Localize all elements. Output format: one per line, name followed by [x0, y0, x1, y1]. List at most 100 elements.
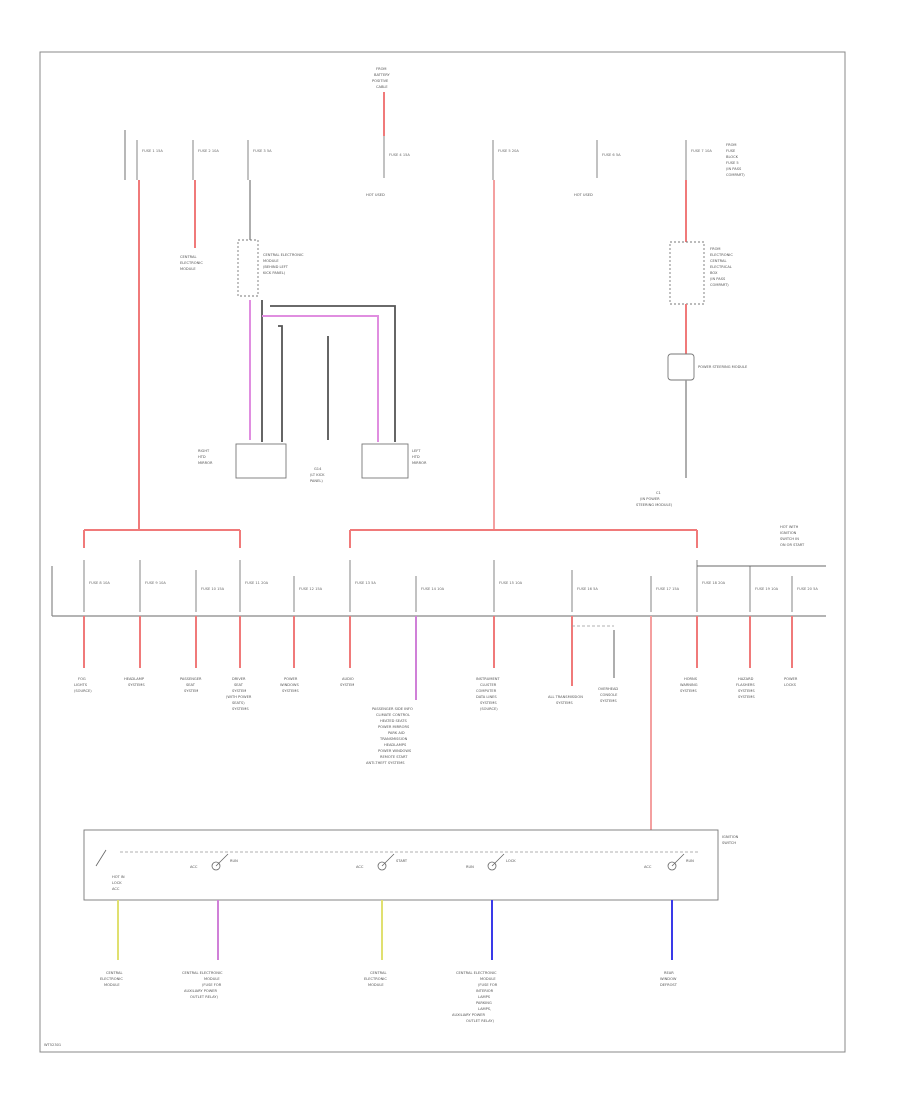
- mid-fuse-10: FUSE 17 15A: [650, 576, 680, 612]
- right-box-note: HOT WITH IGNITION SWITCH IN ON OR START: [780, 525, 805, 547]
- svg-text:POWER WINDOWS: POWER WINDOWS: [378, 749, 412, 753]
- svg-text:HTD: HTD: [412, 455, 420, 459]
- svg-text:START: START: [396, 859, 408, 863]
- svg-text:LAMPS: LAMPS: [478, 995, 491, 999]
- svg-text:SYSTEM: SYSTEM: [340, 683, 354, 687]
- svg-text:(IN PASS: (IN PASS: [710, 277, 726, 281]
- ignition-switch-1: HOT IN LOCK ACC: [95, 849, 125, 891]
- svg-text:SYSTEMS: SYSTEMS: [480, 701, 497, 705]
- power-steering-module-label: POWER STEERING MODULE: [698, 365, 748, 369]
- svg-text:SYSTEMS: SYSTEMS: [232, 707, 249, 711]
- svg-text:TRANSMISSION: TRANSMISSION: [379, 737, 408, 741]
- svg-text:SYSTEMS: SYSTEMS: [680, 689, 697, 693]
- left-htd-mirror-box: [361, 443, 409, 479]
- load-label-passenger-seat: PASSENGER SEAT SYSTEM: [180, 677, 202, 693]
- svg-text:IGNITION: IGNITION: [780, 531, 797, 535]
- svg-text:FUSE 5 20A: FUSE 5 20A: [498, 149, 519, 153]
- svg-text:FUSE 3 5A: FUSE 3 5A: [253, 149, 272, 153]
- ignition-switch-label: IGNITION SWITCH: [722, 835, 739, 845]
- svg-text:SYSTEMS: SYSTEMS: [282, 689, 299, 693]
- svg-text:FUSE 14 10A: FUSE 14 10A: [421, 587, 445, 591]
- svg-text:CENTRAL ELECTRONIC: CENTRAL ELECTRONIC: [182, 971, 223, 975]
- load-label-hazard: HAZARD FLASHERS SYSTEMS SYSTEMS: [736, 677, 755, 699]
- ignition-switch-5: ACC RUN: [644, 853, 694, 871]
- svg-text:CLIMATE CONTROL: CLIMATE CONTROL: [376, 713, 410, 717]
- svg-text:(SOURCE): (SOURCE): [480, 707, 498, 711]
- left-htd-mirror-label: LEFT HTD MIRROR: [412, 449, 427, 465]
- svg-text:FUSE 11 20A: FUSE 11 20A: [245, 581, 269, 585]
- svg-text:IGNITION: IGNITION: [722, 835, 739, 839]
- svg-text:POWER MIRRORS: POWER MIRRORS: [378, 725, 410, 729]
- ignition-switch-4: RUN LOCK: [466, 853, 516, 871]
- svg-text:RIGHT: RIGHT: [198, 449, 210, 453]
- svg-text:FUSE 12 15A: FUSE 12 15A: [299, 587, 323, 591]
- svg-text:FUSE 4 15A: FUSE 4 15A: [389, 153, 410, 157]
- bottom-label-3: CENTRAL ELECTRONIC MODULE: [364, 971, 387, 987]
- svg-text:FUSE 6 5A: FUSE 6 5A: [602, 153, 621, 157]
- svg-text:MIRROR: MIRROR: [198, 461, 213, 465]
- svg-text:MODULE: MODULE: [263, 259, 279, 263]
- load-label-fog-lights: FOG LIGHTS (SOURCE): [74, 677, 92, 693]
- svg-text:G14: G14: [314, 467, 322, 471]
- svg-text:MIRROR: MIRROR: [412, 461, 427, 465]
- svg-text:SYSTEMS: SYSTEMS: [600, 699, 617, 703]
- svg-text:ELECTRONIC: ELECTRONIC: [180, 261, 203, 265]
- load-label-horns: HORNS WARNING SYSTEMS: [680, 677, 698, 693]
- svg-text:PASSENGER SIDE INFO: PASSENGER SIDE INFO: [372, 707, 413, 711]
- svg-text:POSITIVE: POSITIVE: [372, 79, 389, 83]
- mid-fuse-3: FUSE 10 15A: [195, 570, 225, 612]
- svg-text:(FUSE FOR: (FUSE FOR: [478, 983, 498, 987]
- svg-text:ON OR START: ON OR START: [780, 543, 805, 547]
- svg-text:HEADLAMP: HEADLAMP: [124, 677, 145, 681]
- svg-text:CONSOLE: CONSOLE: [600, 693, 618, 697]
- svg-text:KICK PANEL): KICK PANEL): [263, 271, 286, 275]
- svg-text:FUSE 13 5A: FUSE 13 5A: [355, 581, 376, 585]
- svg-text:ACC: ACC: [356, 865, 364, 869]
- load-label-instrument-cluster: INSTRUMENT CLUSTER COMPUTER DATA LINES S…: [476, 677, 500, 711]
- svg-text:COMPART): COMPART): [726, 173, 745, 177]
- relay-box-label: FROM ELECTRONIC CENTRAL ELECTRICAL BOX (…: [710, 247, 733, 287]
- svg-text:ELECTRONIC: ELECTRONIC: [100, 977, 123, 981]
- power-steering-module-box: [667, 353, 695, 381]
- bottom-label-1: CENTRAL ELECTRONIC MODULE: [100, 971, 123, 987]
- svg-text:BOX: BOX: [710, 271, 718, 275]
- svg-text:HOT WITH: HOT WITH: [780, 525, 799, 529]
- svg-text:COMPUTER: COMPUTER: [476, 689, 497, 693]
- top-fuse-5: FUSE 5 20A: [492, 140, 519, 180]
- fuse2-load-label: CENTRAL ELECTRONIC MODULE: [180, 255, 203, 271]
- load-label-power-locks: POWER LOCKS: [784, 677, 798, 687]
- svg-text:FOG: FOG: [78, 677, 86, 681]
- svg-text:POWER: POWER: [284, 677, 298, 681]
- svg-text:FUSE 20 5A: FUSE 20 5A: [797, 587, 818, 591]
- svg-text:FUSE 2 10A: FUSE 2 10A: [198, 149, 219, 153]
- svg-text:WINDOW: WINDOW: [660, 977, 677, 981]
- svg-text:LOCKS: LOCKS: [784, 683, 797, 687]
- svg-text:AUDIO: AUDIO: [342, 677, 354, 681]
- top-fuse-3: FUSE 3 5A: [247, 140, 272, 180]
- top-fuse-2: FUSE 2 10A: [192, 140, 219, 180]
- load-label-power-windows: POWER WINDOWS SYSTEMS: [280, 677, 299, 693]
- svg-text:STEERING MODULE): STEERING MODULE): [636, 503, 673, 507]
- load-label-passenger-side-info: PASSENGER SIDE INFO CLIMATE CONTROL HEAT…: [366, 707, 413, 765]
- svg-text:SEATS): SEATS): [232, 701, 245, 705]
- svg-text:ACC: ACC: [112, 887, 120, 891]
- central-module-label: CENTRAL ELECTRONIC MODULE (BEHIND LEFT K…: [263, 253, 304, 275]
- svg-text:FUSE: FUSE: [726, 149, 736, 153]
- svg-text:HORNS: HORNS: [684, 677, 698, 681]
- power-steering-sub-label: C1 (IN POWER STEERING MODULE): [636, 491, 673, 507]
- svg-text:MODULE: MODULE: [480, 977, 496, 981]
- svg-text:(SOURCE): (SOURCE): [74, 689, 92, 693]
- svg-text:WARNING: WARNING: [680, 683, 698, 687]
- svg-text:C1: C1: [656, 491, 661, 495]
- mid-fuse-7: FUSE 14 10A: [415, 576, 445, 612]
- svg-text:FUSE 19 10A: FUSE 19 10A: [755, 587, 779, 591]
- svg-text:(WITH POWER: (WITH POWER: [226, 695, 252, 699]
- top-fuse-7: FUSE 7 10A: [685, 140, 712, 180]
- svg-text:HOT USED: HOT USED: [366, 193, 385, 197]
- mid-fuse-6: FUSE 13 5A: [349, 560, 376, 612]
- svg-text:LOCK: LOCK: [506, 859, 516, 863]
- svg-text:COMPART): COMPART): [710, 283, 729, 287]
- svg-text:REAR: REAR: [664, 971, 674, 975]
- mid-fuse-12: FUSE 19 10A: [749, 566, 779, 612]
